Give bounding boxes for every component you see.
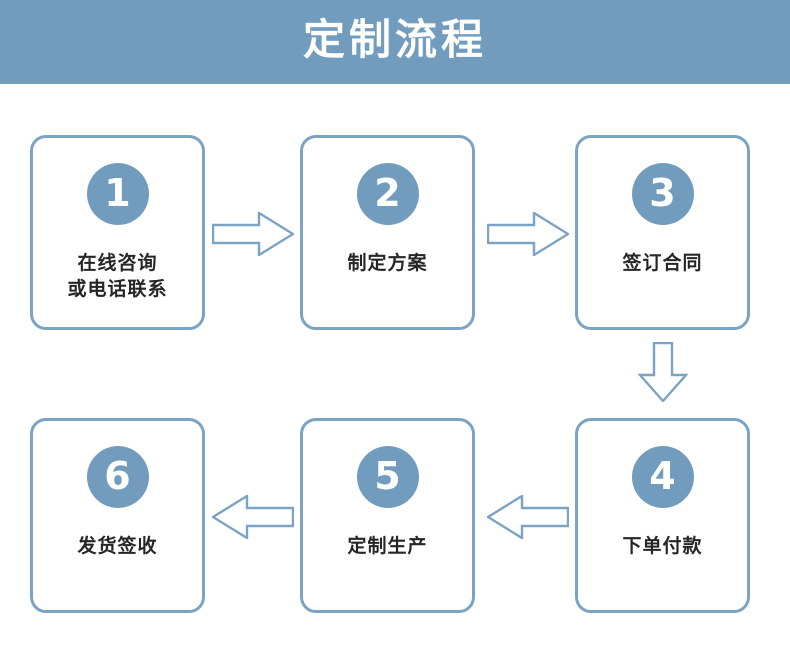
step-box-2[interactable]: 2 制定方案 xyxy=(300,135,475,330)
step-number-badge-2: 2 xyxy=(356,163,419,225)
step-number-badge-4: 4 xyxy=(631,446,694,508)
step-number-badge-6: 6 xyxy=(86,446,149,508)
page-title: 定制流程 xyxy=(302,15,487,64)
step-label-2: 制定方案 xyxy=(347,252,428,274)
arrow-left-icon-step5-to-step6 xyxy=(212,495,294,539)
step-box-4[interactable]: 4 下单付款 xyxy=(575,418,750,613)
step-number-badge-3: 3 xyxy=(631,163,694,225)
step-box-1[interactable]: 1 在线咨询 或电话联系 xyxy=(30,135,205,330)
arrow-down-icon-step3-to-step4 xyxy=(638,342,688,402)
arrow-right-icon-step1-to-step2 xyxy=(212,212,294,256)
step-number-badge-5: 5 xyxy=(356,446,419,508)
step-label-3: 签订合同 xyxy=(622,252,703,274)
step-label-1: 在线咨询 或电话联系 xyxy=(67,252,168,300)
step-label-5: 定制生产 xyxy=(347,535,428,557)
header-banner xyxy=(0,0,790,84)
arrow-left-icon-step4-to-step5 xyxy=(487,495,569,539)
step-number-badge-1: 1 xyxy=(86,163,149,225)
step-box-5[interactable]: 5 定制生产 xyxy=(300,418,475,613)
step-box-6[interactable]: 6 发货签收 xyxy=(30,418,205,613)
step-box-3[interactable]: 3 签订合同 xyxy=(575,135,750,330)
arrow-right-icon-step2-to-step3 xyxy=(487,212,569,256)
step-label-4: 下单付款 xyxy=(622,535,703,557)
step-label-6: 发货签收 xyxy=(77,535,158,557)
